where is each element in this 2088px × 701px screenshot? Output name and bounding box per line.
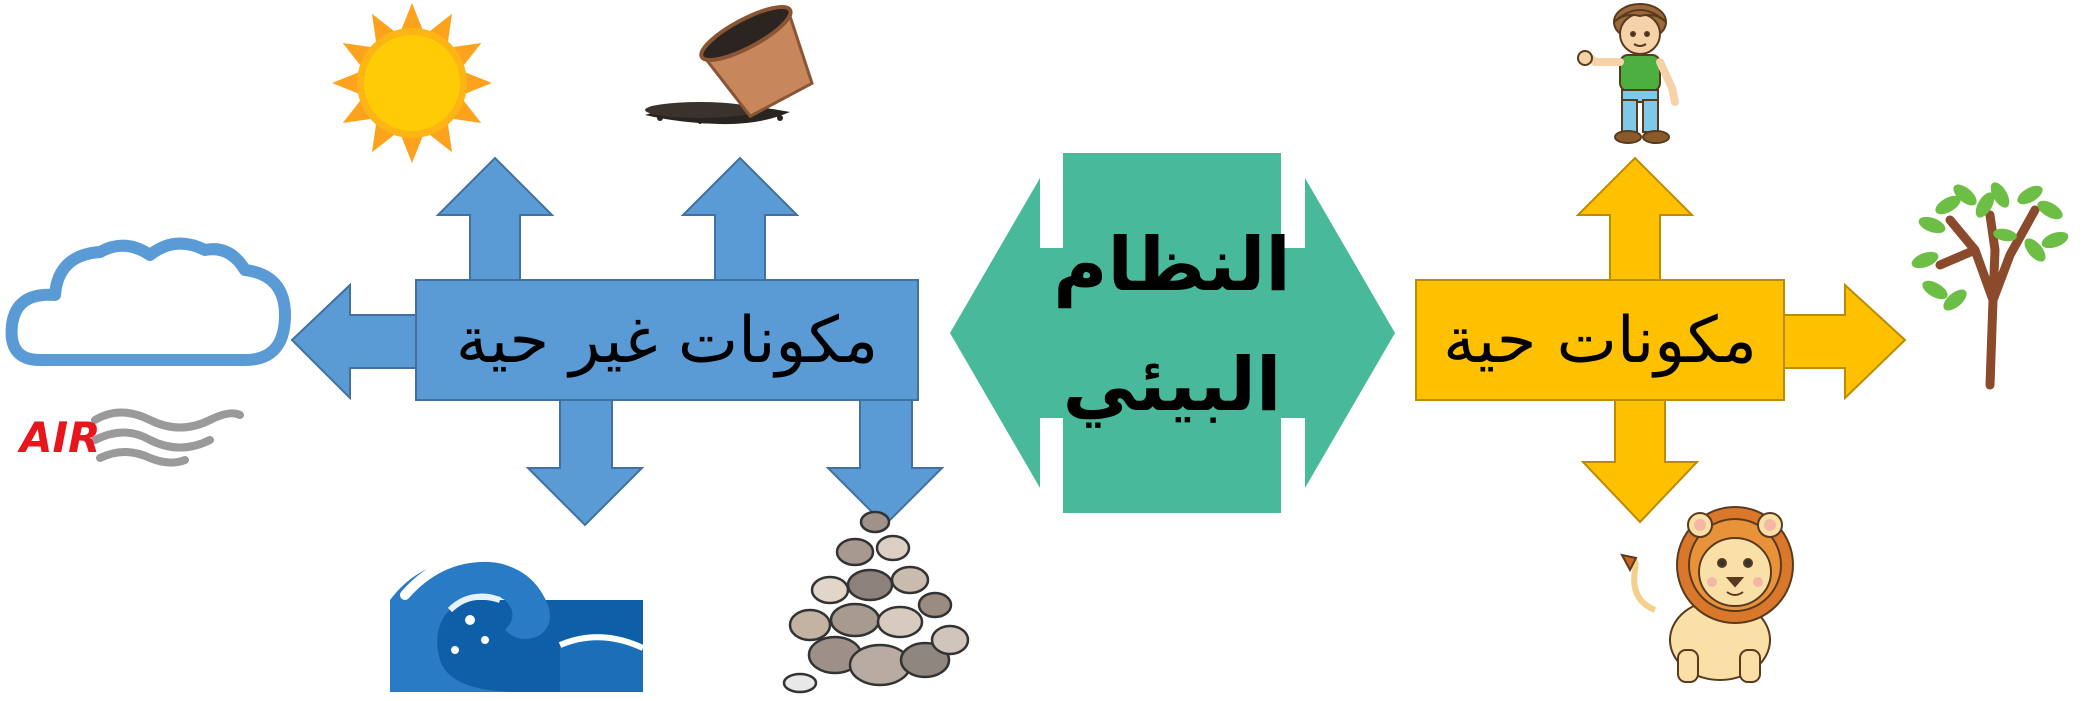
soil-icon <box>645 4 814 125</box>
center-arrow-left <box>950 178 1065 488</box>
abiotic-arrow-sun <box>435 156 555 283</box>
biotic-box <box>1415 279 1785 401</box>
air-wind-icon <box>91 408 244 467</box>
lion-icon <box>1620 506 1794 683</box>
center-node: النظام البيئي <box>950 153 1395 513</box>
air-label: AIR <box>17 413 100 462</box>
abiotic-arrow-soil <box>680 156 800 283</box>
center-title-line1: النظام <box>1053 222 1290 308</box>
biotic-arrow-human <box>1575 156 1695 283</box>
water-wave-icon <box>390 551 645 692</box>
center-title-line2: البيئي <box>1063 342 1282 428</box>
rocks-icon <box>782 510 970 694</box>
biotic-label: مكونات حية <box>1443 304 1757 378</box>
cloud-icon <box>5 237 291 366</box>
abiotic-label: مكونات غير حية <box>456 304 878 378</box>
biotic-arrow-animal <box>1580 397 1700 524</box>
abiotic-box <box>415 279 919 401</box>
abiotic-group <box>290 156 945 527</box>
center-box <box>1063 153 1281 513</box>
biotic-group <box>1415 156 1907 524</box>
abiotic-arrow-water <box>525 397 645 527</box>
tree-icon <box>1911 182 2069 390</box>
abiotic-arrow-rocks <box>825 397 945 527</box>
biotic-arrow-plant <box>1781 282 1907 401</box>
sun-icon <box>332 3 492 163</box>
boy-icon <box>1577 3 1679 144</box>
abiotic-arrow-air <box>290 282 419 401</box>
center-arrow-right <box>1280 178 1395 488</box>
